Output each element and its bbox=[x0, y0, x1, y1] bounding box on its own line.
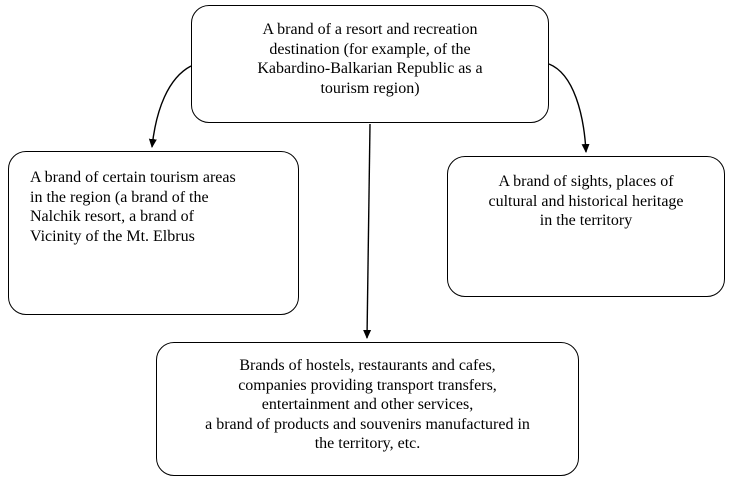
node-text-line: in the territory bbox=[539, 212, 633, 229]
node-text-line: destination (for example, of the bbox=[269, 40, 471, 58]
node-tourism-areas-brand: A brand of certain tourism areas in the … bbox=[8, 151, 299, 315]
node-text-line: Vicinity of the Mt. Elbrus bbox=[30, 227, 195, 245]
arrow-top-to-right bbox=[548, 63, 590, 153]
node-text-line: A brand of a resort and recreation bbox=[262, 21, 478, 38]
node-text-line: Brands of hostels, restaurants and cafes… bbox=[239, 357, 496, 374]
node-services-products-brands: Brands of hostels, restaurants and cafes… bbox=[156, 342, 579, 476]
node-text-line: tourism region) bbox=[320, 79, 420, 97]
arrow-top-to-bottom bbox=[363, 123, 372, 339]
node-text-line: A brand of certain tourism areas bbox=[30, 169, 236, 186]
node-text-line: a brand of products and souvenirs manufa… bbox=[205, 415, 530, 433]
node-text-line: Kabardino-Balkarian Republic as a bbox=[257, 60, 483, 77]
node-text-line: cultural and historical heritage bbox=[488, 192, 684, 210]
node-text-line: A brand of sights, places of bbox=[498, 173, 674, 190]
node-text-line: the territory, etc. bbox=[314, 435, 421, 452]
node-text-line: in the region (a brand of the bbox=[30, 188, 209, 206]
node-text-line: entertainment and other services, bbox=[261, 396, 474, 413]
arrow-top-to-left bbox=[148, 65, 192, 148]
node-text-line: companies providing transport transfers, bbox=[238, 376, 497, 394]
node-sights-heritage-brand: A brand of sights, places of cultural an… bbox=[447, 156, 725, 297]
node-resort-destination-brand: A brand of a resort and recreation desti… bbox=[191, 5, 549, 123]
node-text-line: Nalchik resort, a brand of bbox=[30, 208, 194, 225]
